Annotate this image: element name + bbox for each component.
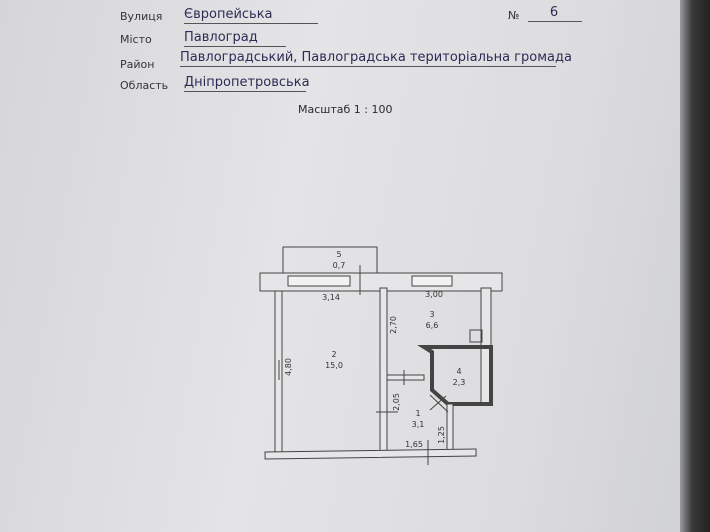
wall-middle (379, 287, 388, 453)
wall-bottom (264, 448, 477, 460)
room-3-area: 6,6 (426, 321, 439, 330)
street-label: Вулиця (120, 10, 163, 23)
number-label: № (508, 9, 520, 22)
room-4-number: 4 (456, 367, 461, 376)
dim-room2-width: 3,14 (322, 293, 340, 302)
room-5-number: 5 (336, 250, 341, 259)
room-1-area: 3,1 (412, 420, 425, 429)
table-background (680, 0, 710, 532)
vent (469, 329, 483, 343)
room-1-number: 1 (415, 409, 420, 418)
dim-hall-width: 1,65 (405, 440, 423, 449)
region-label: Область (120, 79, 169, 92)
wall-bath (446, 403, 454, 453)
street-value: Європейська (184, 7, 318, 24)
dim-hall-length: 2,05 (392, 393, 401, 411)
room-4-area: 2,3 (453, 378, 466, 387)
window-2 (411, 275, 453, 287)
balcony-outline (282, 246, 378, 274)
region-value: Дніпропетровська (184, 75, 310, 92)
room-3-number: 3 (429, 310, 434, 319)
dim-room2-length: 4,80 (284, 358, 293, 376)
wall-partition (386, 374, 425, 381)
window-1 (287, 275, 351, 287)
room-2-area: 15,0 (325, 361, 343, 370)
dim-hall-bath: 1,25 (437, 426, 446, 444)
room-2-number: 2 (331, 350, 336, 359)
city-value: Павлоград (184, 30, 286, 47)
city-label: Місто (120, 33, 152, 46)
scale-label: Масштаб 1 : 100 (298, 103, 393, 116)
district-value: Павлоградський, Павлоградська територіал… (180, 50, 572, 67)
district-label: Район (120, 58, 155, 71)
dim-room3-length: 2,70 (389, 316, 398, 334)
number-value: 6 (528, 5, 582, 22)
room-5-area: 0,7 (333, 261, 346, 270)
dim-room3-width: 3,00 (425, 290, 443, 299)
